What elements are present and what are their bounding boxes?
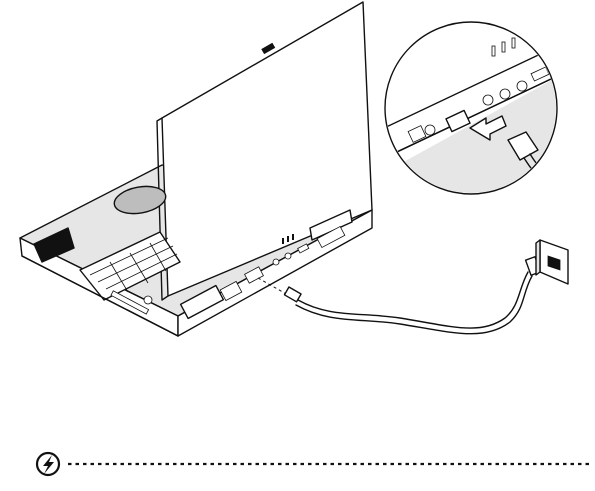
laptop-icon (20, 2, 372, 336)
lan-port-zoom-icon (380, 22, 570, 230)
note-row (37, 453, 590, 475)
wall-jack-icon (536, 240, 568, 468)
